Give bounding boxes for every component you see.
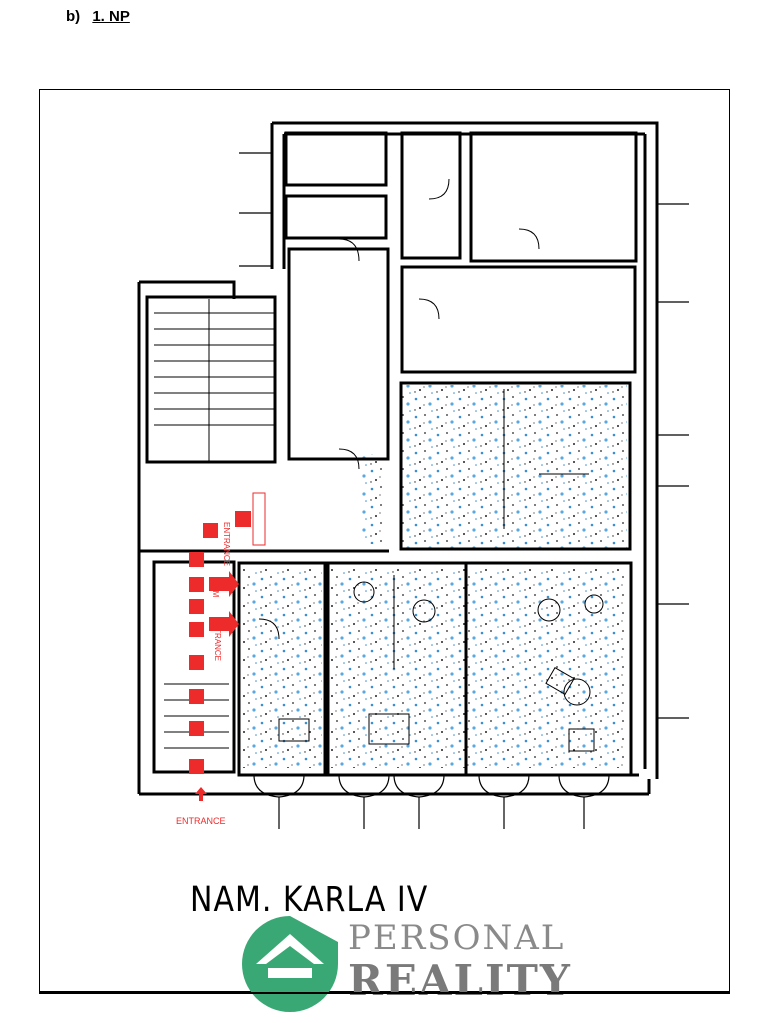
entrance-label-door: ENTRANCE	[222, 522, 231, 567]
logo-word-reality: REALITY	[348, 956, 572, 1005]
plan-frame	[39, 89, 730, 992]
logo-word-personal: PERSONAL	[348, 918, 566, 958]
street-name: NAM. KARLA IV	[190, 880, 429, 921]
speckled-floors	[242, 385, 627, 768]
interior-details	[154, 178, 604, 752]
atm-label: ATM	[211, 581, 220, 598]
entrance-label-atm: ENTRANCE	[213, 617, 222, 662]
entrance-markers	[189, 492, 266, 801]
floor-label: 1. NP	[92, 8, 130, 25]
logo-mark	[242, 916, 338, 1012]
section-heading: b) 1. NP	[66, 8, 130, 25]
section-letter: b)	[66, 8, 81, 25]
entrance-label-main: ENTRANCE	[176, 816, 226, 826]
walls	[137, 121, 659, 796]
window-bays	[239, 152, 689, 829]
bottom-rule	[39, 992, 730, 994]
floor-plan	[137, 121, 689, 829]
